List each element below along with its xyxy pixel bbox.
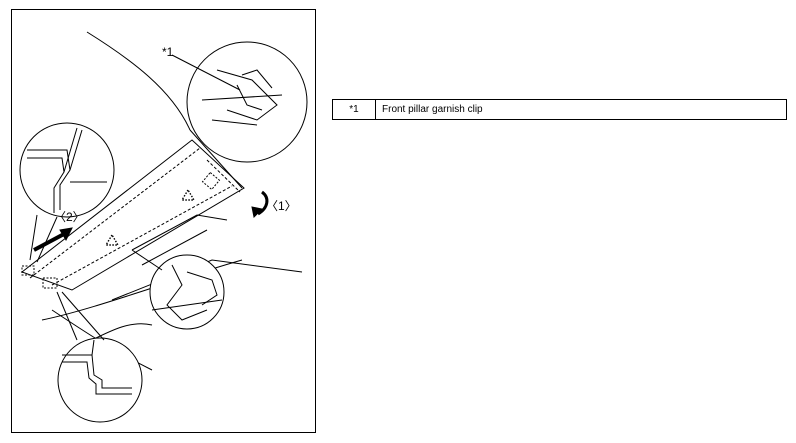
step-1-label: 〈1〉 [266, 199, 297, 213]
illustration-panel: *1 〈1〉 〈2〉 [11, 9, 316, 433]
upper-clip-inset [19, 122, 115, 218]
pull-arrow-2 [33, 232, 65, 252]
pull-arrow-1 [257, 190, 269, 216]
pillar-garnish-drawing [19, 31, 308, 423]
legend-table: *1 Front pillar garnish clip [332, 99, 787, 120]
callout-label: *1 [162, 45, 174, 59]
pillar-garnish-outline [20, 139, 245, 291]
roof-edge-line [86, 31, 191, 131]
legend-row: *1 Front pillar garnish clip [332, 99, 787, 120]
clip-marker-upper [201, 171, 221, 191]
legend-description: Front pillar garnish clip [375, 99, 787, 120]
triangle-mark-lower [104, 233, 120, 246]
clip-detail-inset [186, 41, 308, 163]
clip-marker-lower [42, 277, 58, 289]
legend-key: *1 [332, 99, 376, 120]
triangle-mark-upper [180, 188, 196, 201]
lower-clip-inset [57, 337, 143, 423]
step-2-label: 〈2〉 [54, 210, 85, 224]
